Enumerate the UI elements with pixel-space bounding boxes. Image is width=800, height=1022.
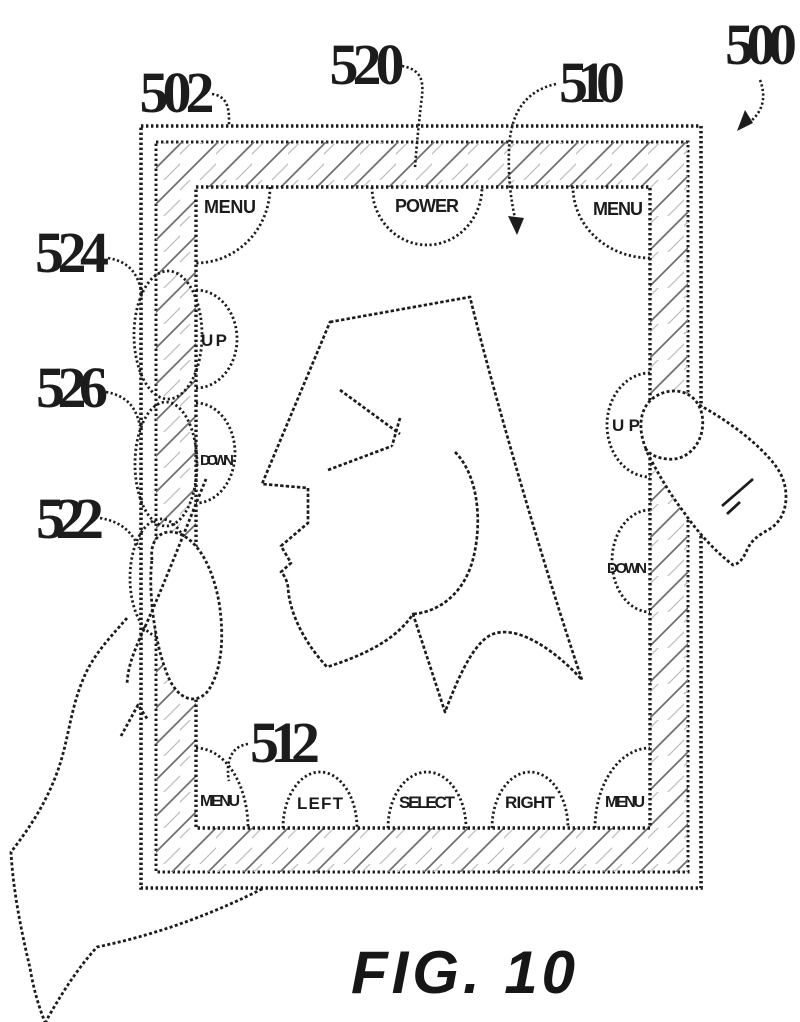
button-label-right: RIGHT: [505, 793, 556, 812]
bezel-sensor-oval-524: [132, 269, 204, 401]
arrowhead-500: [737, 110, 753, 131]
ref-label-522: 522: [36, 486, 104, 551]
button-arc-right: [490, 770, 570, 829]
button-arc-power: [370, 186, 484, 247]
face-cheek-curve: [412, 451, 480, 616]
button-label-power: POWER: [395, 196, 459, 216]
ref-label-526: 526: [36, 355, 108, 420]
user-hand: [9, 478, 263, 1022]
button-label-left-down: DOWN: [200, 452, 234, 469]
ref-label-512: 512: [250, 710, 320, 775]
ref-label-502: 502: [140, 60, 215, 125]
button-arc-left: [281, 770, 359, 829]
button-label-menu-top-left: MENU: [204, 197, 256, 217]
bezel-sensor-oval-526: [133, 400, 199, 528]
leader-500: [749, 79, 765, 123]
button-arc-menu-top-right: [571, 186, 651, 260]
thumb-web: [119, 703, 150, 737]
hand-finger-bottom-edge: [44, 887, 263, 1022]
button-label-menu-top-right: MENU: [593, 199, 643, 219]
fingernail-marks: [721, 477, 754, 516]
ref-label-524: 524: [35, 220, 109, 285]
button-label-menu-bottom-left: MENU: [200, 793, 240, 810]
hand-outer-contour: [9, 617, 129, 1022]
user-finger: [639, 389, 788, 567]
button-label-left: LEFT: [297, 794, 344, 813]
thumb-edge-line: [125, 478, 208, 685]
leader-510: [507, 82, 557, 223]
ref-label-520: 520: [330, 32, 405, 97]
leader-502: [211, 92, 231, 126]
leader-526: [105, 390, 142, 427]
button-arc-menu-bottom-right: [593, 746, 651, 829]
button-arc-select: [386, 770, 468, 829]
leader-522: [99, 516, 141, 549]
face-outline: [260, 295, 584, 714]
face-eye: [327, 388, 402, 472]
leader-512: [226, 742, 249, 782]
leader-524: [107, 256, 144, 295]
button-arc-menu-bottom-left: [195, 746, 250, 829]
fingertip: [639, 389, 705, 461]
button-label-menu-bottom-right: MENU: [605, 794, 645, 811]
display-screen: [194, 185, 652, 830]
face-sketch: [260, 295, 584, 714]
ref-label-510: 510: [559, 50, 625, 115]
arrowhead-510: [508, 216, 524, 235]
button-arc-menu-top-left: [195, 186, 272, 265]
button-label-select: SELECT: [399, 793, 456, 812]
ref-label-500: 500: [725, 12, 797, 77]
button-label-right-down: DOWN: [607, 560, 647, 577]
button-arc-right-up: [605, 371, 651, 479]
figure-caption: FIG. 10: [351, 939, 579, 1006]
